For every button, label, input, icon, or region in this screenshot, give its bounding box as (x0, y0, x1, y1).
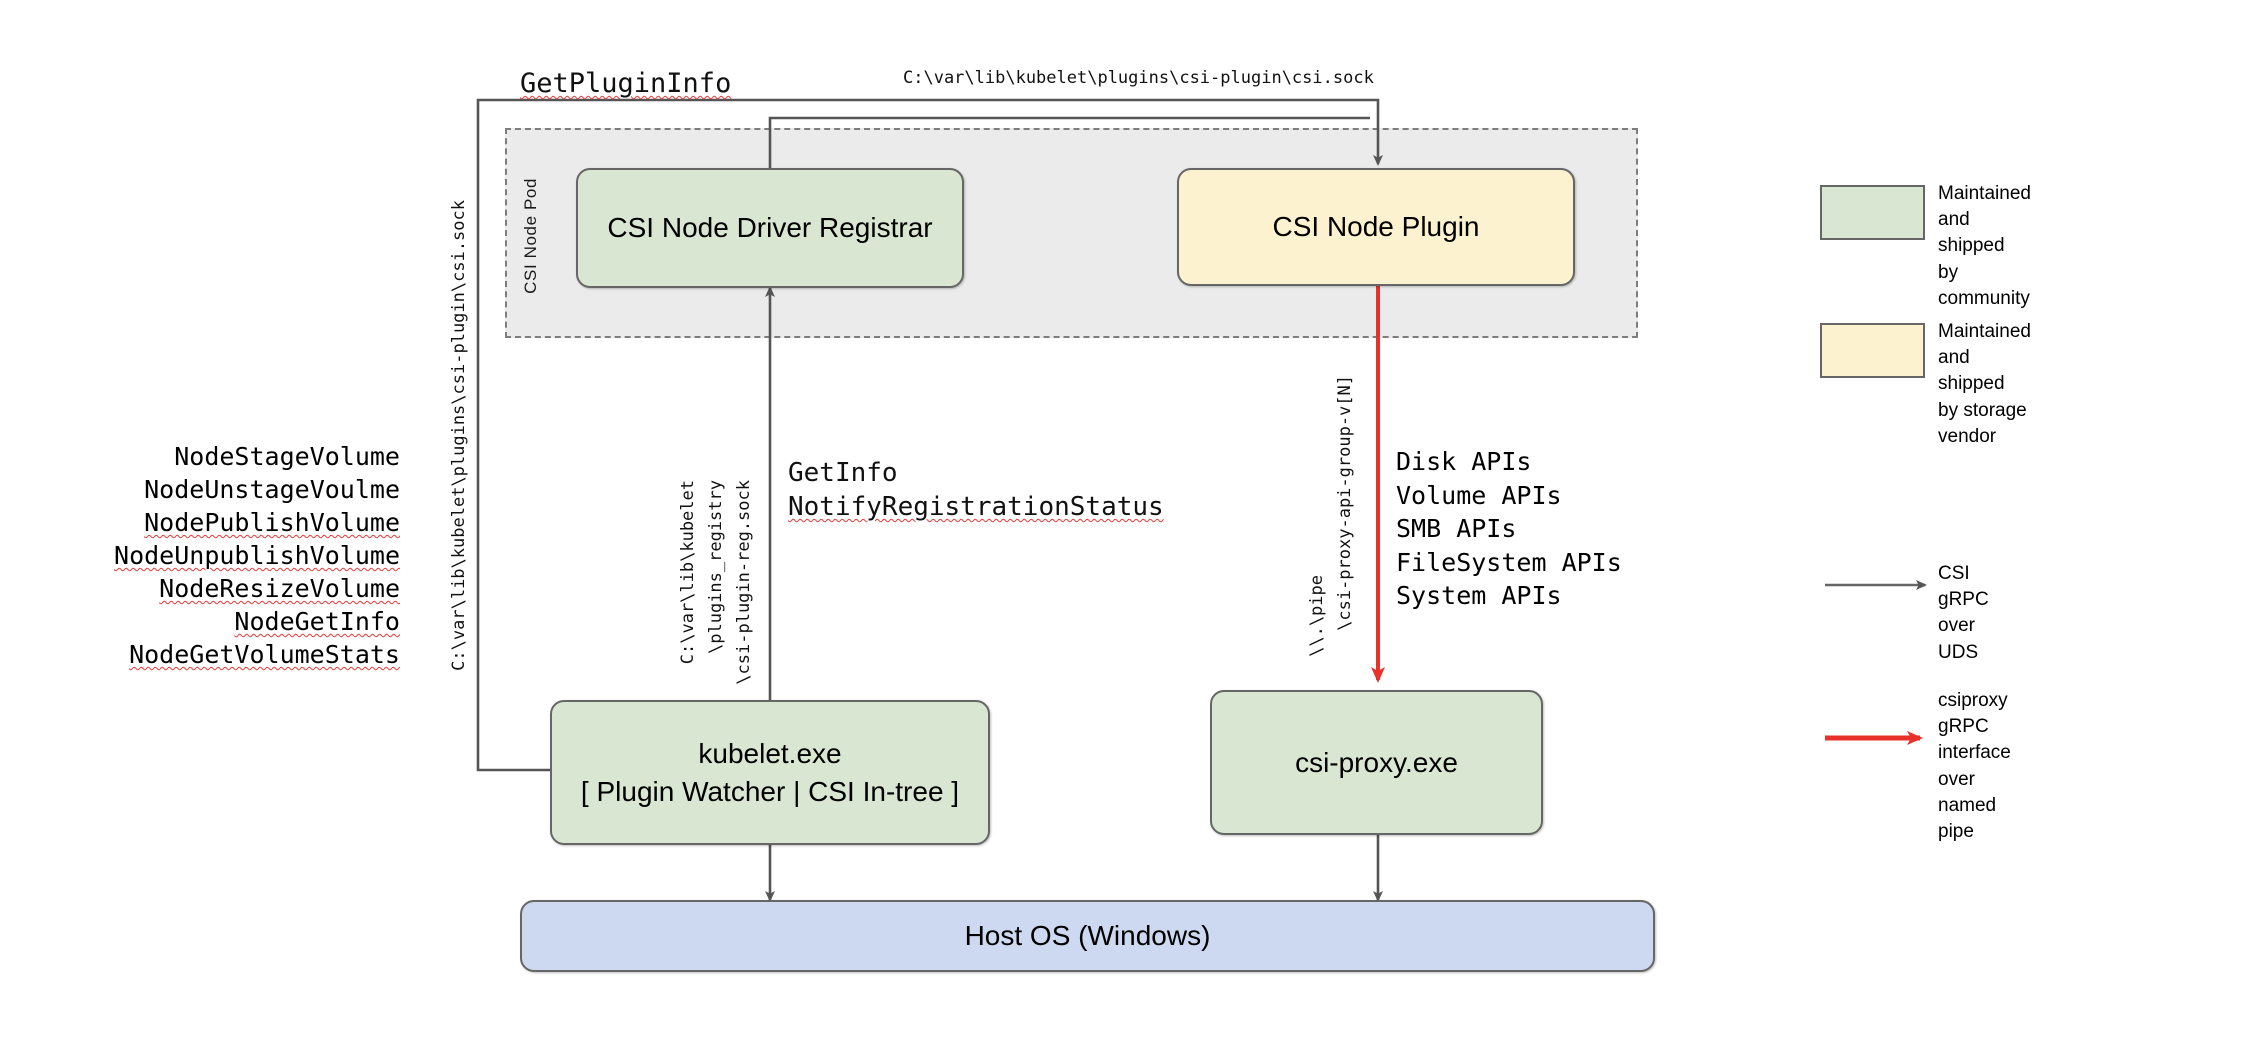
node-host-os[interactable]: Host OS (Windows) (520, 900, 1655, 972)
legend-swatch-vendor (1820, 323, 1925, 378)
node-kubelet-exe[interactable]: kubelet.exe [ Plugin Watcher | CSI In-tr… (550, 700, 990, 845)
kubelet-subtitle: [ Plugin Watcher | CSI In-tree ] (580, 775, 960, 807)
edge-label-registry-sock-line1: C:\var\lib\kubelet (678, 480, 698, 665)
legend-label-csiproxy-named-pipe: csiproxy gRPC interface over named pipe (1938, 690, 2011, 843)
list-item: FileSystem APIs (1396, 547, 1622, 577)
list-item: NodeGetInfo (234, 607, 400, 636)
edge-label-left-csi-sock-path: C:\var\lib\kubelet\plugins\csi-plugin\cs… (449, 200, 469, 671)
legend-label-community: Maintained and shipped by community (1938, 183, 2031, 309)
list-item: System APIs (1396, 581, 1562, 610)
edge-label-registry-sock-line3: \csi-plugin-reg.sock (734, 480, 754, 685)
list-item: NodeResizeVolume (159, 574, 400, 603)
node-label: CSI Node Driver Registrar (607, 212, 933, 244)
node-operations-list: NodeStageVolume NodeUnstageVoulme NodePu… (100, 440, 400, 671)
list-item: SMB APIs (1396, 514, 1517, 543)
edge-label-get-info: GetInfo (788, 458, 898, 488)
edge-label-get-plugin-info: GetPluginInfo (520, 68, 732, 99)
node-csi-node-driver-registrar[interactable]: CSI Node Driver Registrar (576, 168, 964, 288)
node-csi-proxy-exe[interactable]: csi-proxy.exe (1210, 690, 1543, 835)
node-label: Host OS (Windows) (964, 920, 1211, 952)
legend-arrow-red-icon (1820, 726, 1925, 746)
legend-item-community: Maintained and shipped by community (1820, 183, 2031, 309)
legend-item-vendor: Maintained and shipped by storage vendor (1820, 321, 2031, 447)
node-label: CSI Node Plugin (1272, 211, 1480, 243)
list-item: NodeGetVolumeStats (129, 640, 400, 669)
legend-swatch-community (1820, 185, 1925, 240)
list-item: Volume APIs (1396, 480, 1562, 510)
csi-node-pod-label: CSI Node Pod (521, 178, 540, 294)
list-item: NodeStageVolume (174, 442, 400, 471)
legend-arrow-grey-icon (1820, 573, 1925, 593)
edge-label-csi-sock-path: C:\var\lib\kubelet\plugins\csi-plugin\cs… (903, 68, 1374, 88)
legend-item-csiproxy-named-pipe: csiproxy gRPC interface over named pipe (1820, 690, 2011, 842)
legend-label-vendor: Maintained and shipped by storage vendor (1938, 321, 2031, 447)
kubelet-title: kubelet.exe (698, 737, 842, 769)
list-item: NodePublishVolume (144, 508, 400, 537)
legend-label-csi-grpc-uds: CSI gRPC over UDS (1938, 563, 1989, 663)
edge-label-named-pipe-line1: \\.\pipe (1307, 575, 1327, 657)
list-item: NodeUnstageVoulme (144, 475, 400, 504)
list-item: NodeUnpublishVolume (114, 541, 400, 570)
edge-label-named-pipe-line2: \csi-proxy-api-group-v[N] (1335, 375, 1355, 631)
edge-label-registry-sock-line2: \plugins_registry (706, 480, 726, 654)
legend-item-csi-grpc-uds: CSI gRPC over UDS (1820, 563, 1989, 663)
node-label: csi-proxy.exe (1295, 746, 1458, 778)
list-item: Disk APIs (1396, 447, 1532, 476)
node-csi-node-plugin[interactable]: CSI Node Plugin (1177, 168, 1575, 286)
csi-proxy-api-list: Disk APIs Volume APIs SMB APIs FileSyste… (1396, 445, 1622, 613)
edge-label-notify-registration-status: NotifyRegistrationStatus (788, 492, 1164, 522)
